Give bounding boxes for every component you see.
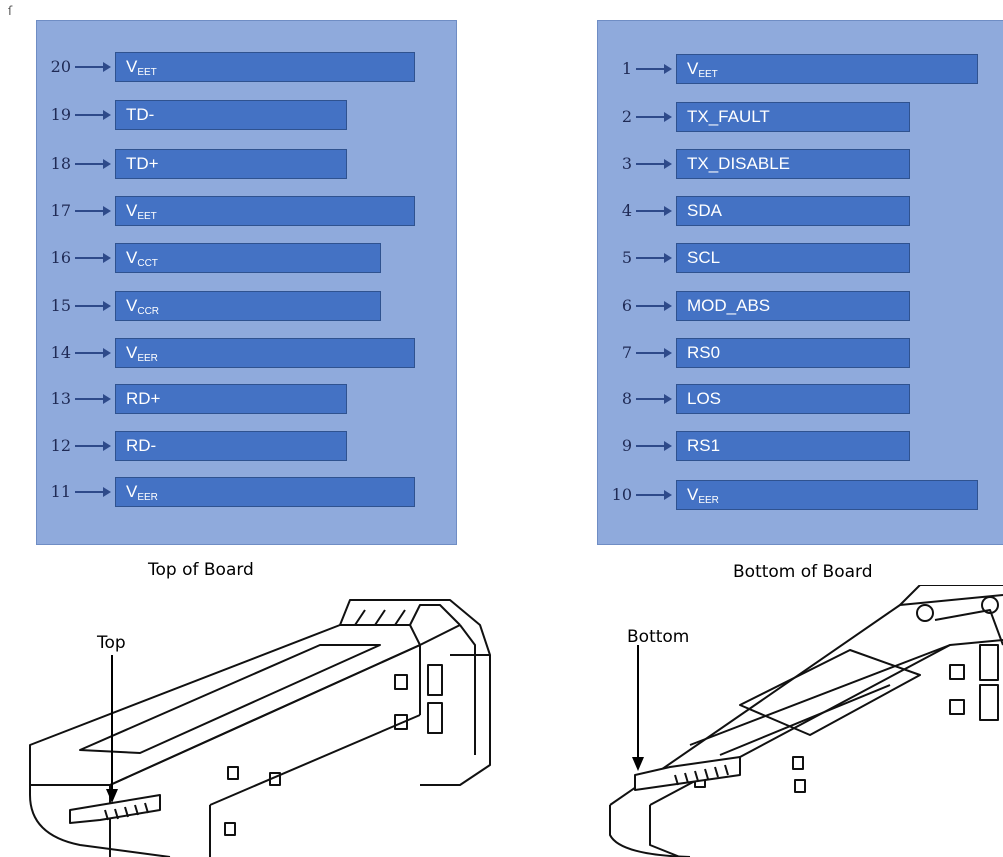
pin-arrow-icon [636, 348, 672, 358]
pin-signal-name: V [687, 59, 699, 78]
pin-signal-bar: TD- [115, 100, 347, 130]
pin-signal-name: RS0 [687, 343, 721, 362]
pin-arrow-icon [75, 62, 111, 72]
pin-signal-bar: VEER [115, 338, 415, 368]
corner-mark: ſ [8, 4, 13, 18]
pin-signal-bar: TD+ [115, 149, 347, 179]
pin-signal-bar: LOS [676, 384, 910, 414]
pin-signal-bar: VEET [676, 54, 978, 84]
pin-arrow-icon [636, 490, 672, 500]
pin-signal-name: RS1 [687, 436, 721, 455]
pin-signal-bar: VEET [115, 196, 415, 226]
pin-signal-bar: VCCT [115, 243, 381, 273]
pin-signal-bar: VEER [676, 480, 978, 510]
pin-number: 14 [50, 343, 71, 362]
pin-signal-name: V [126, 482, 138, 501]
pin-signal-subscript: EER [137, 353, 158, 364]
sfp-module-top-illustration [29, 599, 491, 857]
pin-signal-bar: TX_DISABLE [676, 149, 910, 179]
pin-number: 8 [621, 389, 632, 408]
bottom-of-board-caption: Bottom of Board [733, 562, 873, 582]
pin-signal-bar: RD+ [115, 384, 347, 414]
pin-number: 2 [621, 107, 632, 126]
pin-signal-bar: RS0 [676, 338, 910, 368]
pin-number: 6 [621, 296, 632, 315]
pin-number: 3 [621, 154, 632, 173]
pin-arrow-icon [75, 441, 111, 451]
pin-signal-name: MOD_ABS [687, 296, 771, 315]
pin-signal-name: TD- [126, 105, 155, 124]
pin-arrow-icon [75, 110, 111, 120]
pin-number: 1 [621, 59, 632, 78]
pin-number: 5 [621, 248, 632, 267]
pin-signal-name: V [126, 248, 138, 267]
pin-number: 4 [621, 201, 632, 220]
pin-number: 19 [50, 105, 71, 124]
pin-signal-bar: SCL [676, 243, 910, 273]
pin-signal-bar: TX_FAULT [676, 102, 910, 132]
top-callout-label: Top [97, 633, 126, 653]
pin-number: 17 [50, 201, 71, 220]
bottom-callout-label: Bottom [627, 627, 690, 647]
pin-arrow-icon [636, 301, 672, 311]
pin-arrow-icon [75, 301, 111, 311]
pin-signal-bar: VEER [115, 477, 415, 507]
pin-arrow-icon [636, 394, 672, 404]
pin-signal-subscript: CCT [137, 258, 158, 269]
pin-number: 12 [50, 436, 71, 455]
pin-arrow-icon [636, 64, 672, 74]
pin-signal-name: TD+ [126, 154, 159, 173]
pin-arrow-icon [75, 348, 111, 358]
pin-signal-subscript: CCR [137, 306, 160, 317]
pin-signal-name: V [126, 343, 138, 362]
pin-signal-name: V [126, 201, 138, 220]
pin-signal-name: SCL [687, 248, 721, 267]
pin-arrow-icon [75, 206, 111, 216]
sfp-module-bottom-illustration [609, 585, 1003, 857]
pin-number: 13 [50, 389, 71, 408]
pin-signal-bar: MOD_ABS [676, 291, 910, 321]
pin-signal-bar: SDA [676, 196, 910, 226]
pin-arrow-icon [636, 441, 672, 451]
top-of-board-caption: Top of Board [148, 560, 254, 580]
pin-arrow-icon [75, 394, 111, 404]
pin-signal-bar: RD- [115, 431, 347, 461]
pin-signal-name: RD- [126, 436, 157, 455]
pin-signal-name: TX_DISABLE [687, 154, 790, 173]
pin-signal-bar: VCCR [115, 291, 381, 321]
pin-number: 10 [611, 485, 632, 504]
pin-arrow-icon [75, 487, 111, 497]
pin-signal-name: SDA [687, 201, 722, 220]
pin-arrow-icon [636, 112, 672, 122]
pin-number: 18 [50, 154, 71, 173]
pin-signal-bar: RS1 [676, 431, 910, 461]
pin-number: 9 [621, 436, 632, 455]
pin-signal-name: V [126, 57, 138, 76]
pin-signal-subscript: EET [137, 67, 157, 78]
pin-signal-subscript: EET [698, 69, 718, 80]
pin-signal-name: LOS [687, 389, 722, 408]
pin-signal-name: V [126, 296, 138, 315]
pin-arrow-icon [636, 159, 672, 169]
pin-signal-name: V [687, 485, 699, 504]
pin-number: 16 [50, 248, 71, 267]
pin-signal-subscript: EER [137, 492, 158, 503]
pin-arrow-icon [636, 253, 672, 263]
pin-arrow-icon [75, 159, 111, 169]
pin-number: 15 [50, 296, 71, 315]
pin-signal-name: RD+ [126, 389, 161, 408]
pin-signal-name: TX_FAULT [687, 107, 770, 126]
pin-arrow-icon [75, 253, 111, 263]
pin-signal-subscript: EET [137, 211, 157, 222]
pin-arrow-icon [636, 206, 672, 216]
pin-number: 11 [50, 482, 71, 501]
pin-signal-bar: VEET [115, 52, 415, 82]
pin-signal-subscript: EER [698, 495, 719, 506]
pin-number: 20 [50, 57, 71, 76]
pin-number: 7 [621, 343, 632, 362]
